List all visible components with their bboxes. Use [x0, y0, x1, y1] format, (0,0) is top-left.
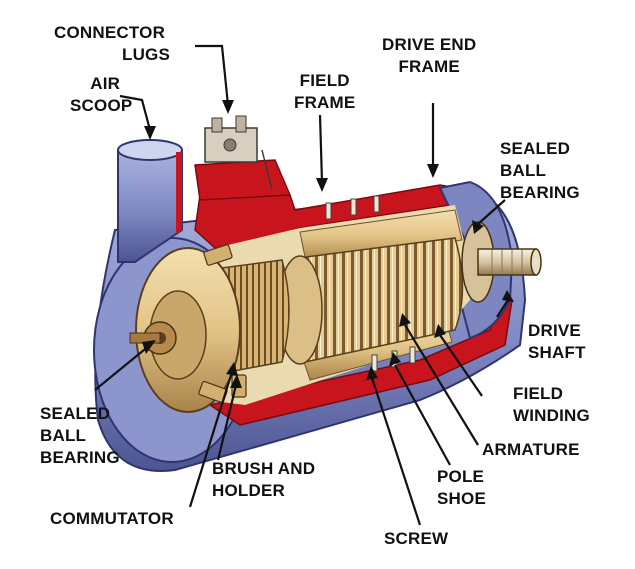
leader-drive-shaft: [496, 299, 509, 318]
leader-sealed-bearing-right: [477, 199, 506, 225]
arrowheads: [142, 100, 514, 388]
label-sealed-ball-bearing-right: SEALED BALL BEARING: [500, 139, 580, 202]
label-commutator: COMMUTATOR: [50, 509, 174, 528]
air-scoop-shape: [117, 139, 183, 263]
label-air-scoop: AIR SCOOP: [70, 74, 133, 115]
label-connector-lugs: CONNECTOR LUGS: [54, 23, 171, 64]
pole-screws-top: [325, 195, 380, 220]
leader-connector-lugs: [195, 44, 230, 106]
leader-brush-holder: [216, 384, 238, 461]
label-pole-shoe: POLE SHOE: [437, 467, 486, 508]
connector-lugs-shape: [194, 115, 292, 201]
leader-lines: [94, 44, 509, 526]
drive-shaft-shape: [461, 221, 542, 303]
leader-field-frame: [318, 114, 324, 183]
label-drive-shaft: DRIVE SHAFT: [528, 321, 586, 362]
leader-air-scoop: [119, 94, 152, 131]
label-sealed-ball-bearing-left: SEALED BALL BEARING: [40, 404, 120, 467]
label-screw: SCREW: [384, 529, 449, 548]
leader-commutator: [188, 371, 234, 508]
leader-field-winding: [439, 334, 483, 397]
label-field-winding: FIELD WINDING: [513, 384, 590, 425]
label-armature: ARMATURE: [482, 440, 580, 459]
label-drive-end-frame: DRIVE END FRAME: [382, 35, 477, 76]
leader-screw: [370, 377, 422, 526]
leader-sealed-bearing-left: [94, 344, 151, 391]
label-brush-and-holder: BRUSH AND HOLDER: [212, 459, 316, 500]
leader-armature: [404, 324, 479, 446]
label-field-frame: FIELD FRAME: [294, 71, 356, 112]
leader-pole-shoe: [394, 364, 451, 466]
